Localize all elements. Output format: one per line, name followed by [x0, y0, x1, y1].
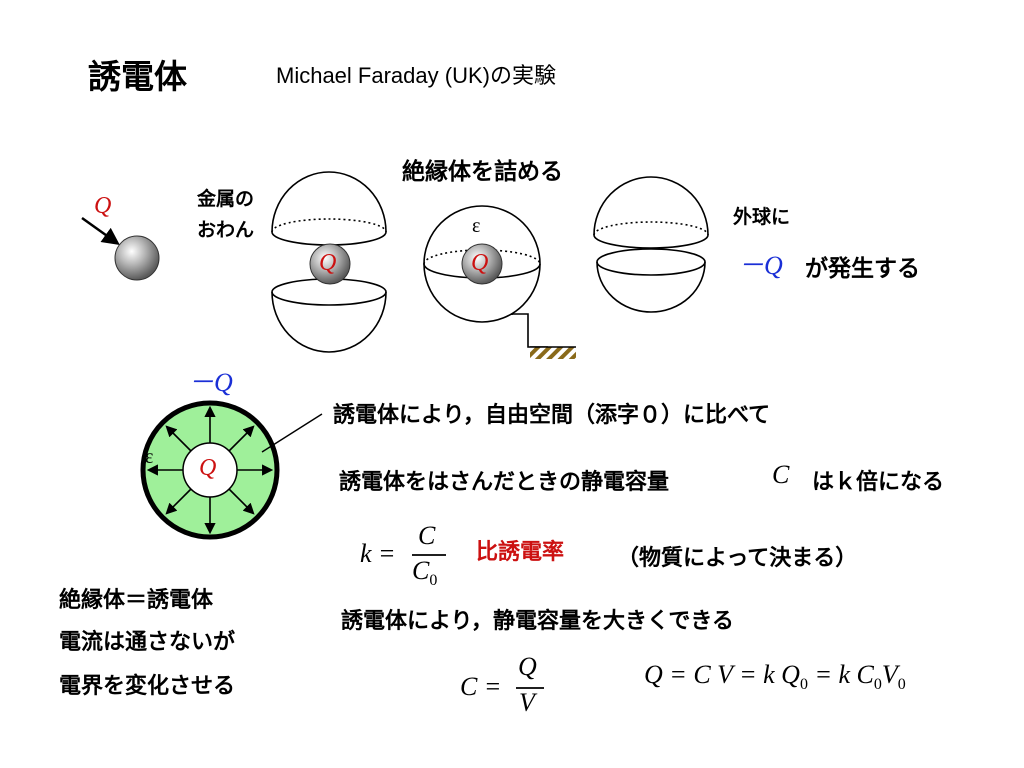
page-subtitle: Michael Faraday (UK)の実験: [276, 63, 556, 88]
ratio-note: （物質によって決まる）: [617, 546, 858, 571]
ground-wire: [511, 313, 548, 348]
eq3: Q = C V = k Q0 = k C0V0: [644, 660, 906, 694]
bowl-label-line2: おわん: [197, 219, 255, 241]
eq2-numerator: Q: [518, 652, 537, 681]
inner-ball-mid: [461, 243, 503, 285]
generated-label: が発生する: [805, 256, 920, 282]
open-bowls: [271, 171, 387, 353]
charge-q-label: Q: [94, 193, 112, 219]
eq2-denominator: V: [519, 688, 535, 717]
note-line-3: 電界を変化させる: [59, 674, 236, 699]
field-diagram: [140, 400, 280, 540]
statement-1: 誘電体により，自由空間（添字０）に比べて: [333, 403, 771, 428]
statement-2-c: C: [772, 460, 790, 489]
eq1-lhs: k =: [360, 539, 396, 568]
bowl-label-line1: 金属の: [197, 188, 255, 210]
pointer-line: [261, 413, 323, 453]
inner-q-mid: Q: [471, 250, 489, 276]
ground-hatch: [530, 347, 576, 359]
outer-label: 外球に: [733, 206, 791, 228]
statement-2a: 誘電体をはさんだときの静電容量: [339, 470, 670, 495]
eq2-lhs: C =: [460, 672, 502, 701]
outer-bowls: [593, 176, 709, 313]
eq1-denominator: C0: [412, 556, 438, 590]
ratio-label: 比誘電率: [476, 540, 565, 565]
note-line-2: 電流は通さないが: [59, 630, 236, 655]
statement-2b: はｋ倍になる: [812, 470, 945, 495]
fill-label: 絶縁体を詰める: [402, 159, 563, 185]
neg-q-label: －Q: [738, 251, 783, 280]
charge-arrow: [81, 216, 120, 246]
charged-ball: [114, 235, 160, 281]
eq1-numerator: C: [418, 521, 436, 550]
diagram-center-q: Q: [199, 455, 217, 481]
note-line-1: 絶縁体＝誘電体: [59, 588, 214, 613]
diagram-epsilon: ε: [145, 446, 154, 468]
statement-3: 誘電体により，静電容量を大きくできる: [341, 609, 734, 634]
diagram-neg-q: －Q: [188, 368, 233, 397]
inner-q-left: Q: [319, 250, 337, 276]
epsilon-label-small: ε: [472, 215, 481, 237]
inner-ball-left: [309, 243, 351, 285]
page-title: 誘電体: [88, 57, 187, 96]
